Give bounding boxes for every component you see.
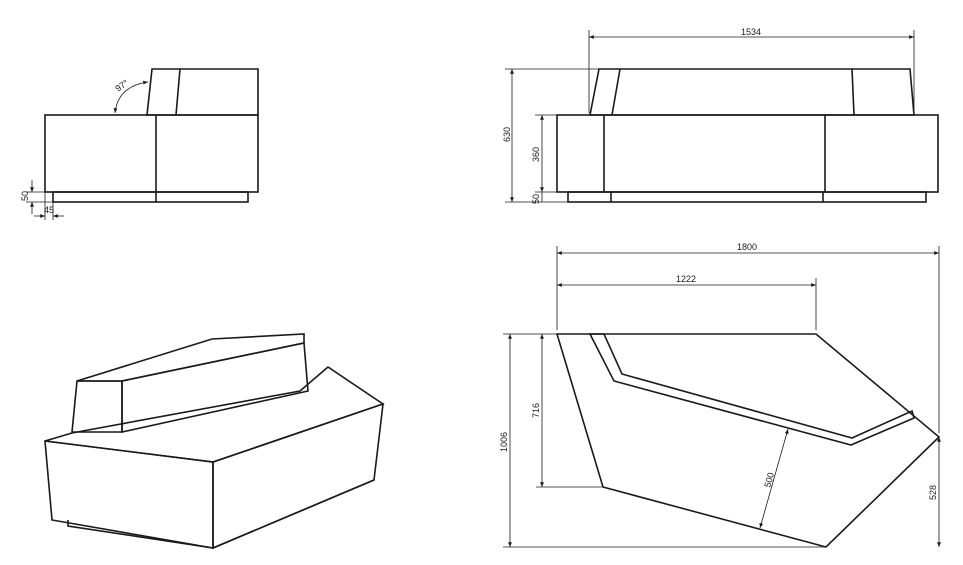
top-view: 1800 1222 1006 716 528 500 <box>499 242 941 548</box>
iso-seat-front <box>44 440 214 549</box>
front-seat-height-label: 360 <box>531 147 541 162</box>
iso-backrest-top <box>76 333 305 382</box>
top-seat-depth-label: 500 <box>762 471 776 488</box>
side-plinth <box>52 191 249 203</box>
top-back-depth-label: 716 <box>531 403 541 418</box>
top-back-width-label: 1222 <box>676 274 696 284</box>
side-view: 97° 50 45 <box>20 68 259 220</box>
iso-seat-right <box>212 402 384 550</box>
angle-label: 97° <box>113 77 130 93</box>
side-backrest <box>146 68 259 116</box>
top-outline <box>555 333 941 548</box>
iso-backrest-side <box>121 342 309 433</box>
iso-backrest-front <box>71 380 123 433</box>
angle-arc <box>113 80 149 114</box>
front-view: 1534 630 360 50 <box>502 27 939 204</box>
isometric-view <box>44 333 385 550</box>
side-base-inset-label: 45 <box>44 205 54 215</box>
front-seat-block <box>556 114 939 193</box>
front-base-height-label: 50 <box>531 194 541 204</box>
top-depth-label: 1006 <box>499 432 509 452</box>
side-base-height-label: 50 <box>20 191 30 201</box>
front-backrest <box>589 68 915 116</box>
front-plinth <box>567 191 927 203</box>
top-backrest <box>588 333 915 446</box>
top-width-label: 1800 <box>737 242 757 252</box>
front-width-label: 1534 <box>741 27 761 37</box>
front-total-height-label: 630 <box>502 127 512 142</box>
side-seat-block <box>44 114 259 193</box>
iso-plinth <box>67 520 214 549</box>
top-right-depth-label: 528 <box>928 485 938 500</box>
